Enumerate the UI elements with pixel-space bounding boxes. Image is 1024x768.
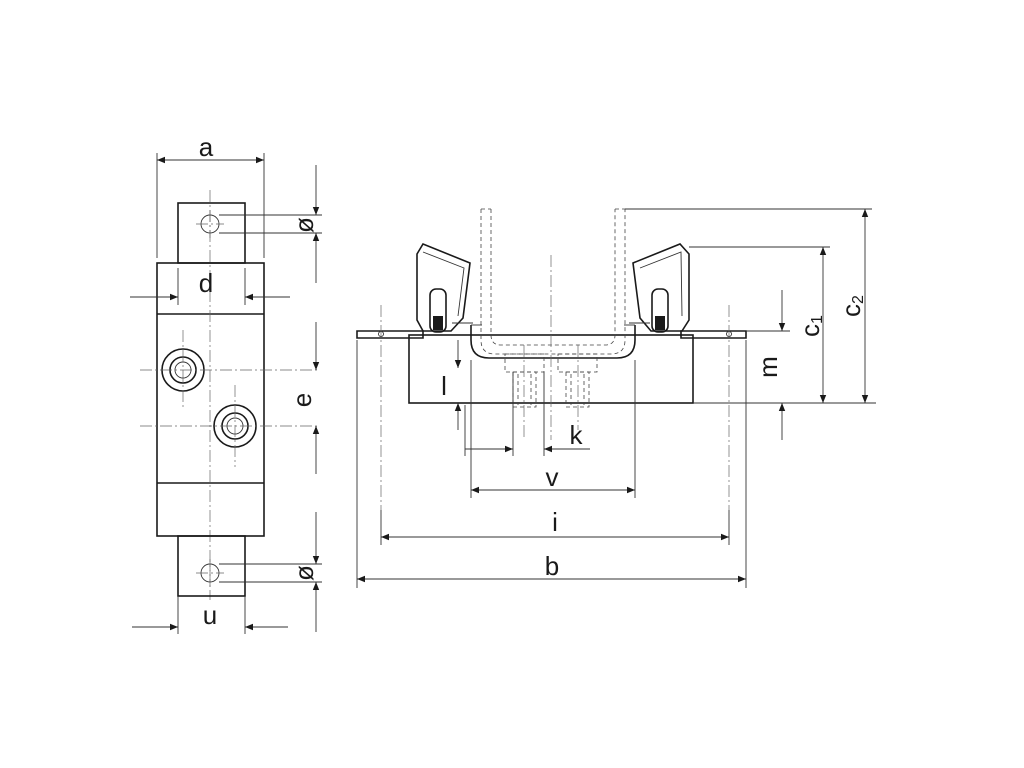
- dimension-l: l: [441, 340, 462, 430]
- right-terminal-plate: [680, 330, 747, 339]
- label-i: i: [552, 507, 558, 537]
- dimension-e: e: [287, 322, 320, 474]
- dimension-v: v: [470, 360, 636, 498]
- right-contact-clip: [629, 243, 690, 333]
- screw-right: [557, 353, 598, 408]
- left-contact-clip: [416, 243, 473, 333]
- dimension-diameter-top: ø: [219, 165, 322, 283]
- label-diameter-bottom: ø: [289, 565, 319, 581]
- label-m: m: [753, 356, 783, 378]
- dimension-u: u: [132, 596, 288, 634]
- base-body: [156, 262, 265, 537]
- label-v: v: [546, 462, 559, 492]
- label-l: l: [441, 371, 447, 401]
- dimension-b: b: [356, 340, 747, 588]
- u-channel: [470, 325, 636, 359]
- dimension-c2: c2: [625, 208, 872, 403]
- dimension-k: k: [464, 372, 590, 456]
- label-c2-subscript: 2: [850, 295, 867, 304]
- label-diameter-top: ø: [289, 217, 319, 233]
- bottom-terminal-tab: [177, 535, 246, 597]
- label-c1: c: [795, 324, 825, 337]
- left-terminal-plate: [356, 330, 424, 339]
- label-u: u: [203, 600, 217, 630]
- svg-text:c1: c1: [795, 315, 826, 337]
- label-b: b: [545, 551, 559, 581]
- front-view: [356, 208, 747, 510]
- label-e: e: [287, 393, 317, 407]
- label-c2: c: [836, 304, 866, 317]
- fuse-link-outline: [480, 208, 626, 355]
- label-k: k: [570, 420, 584, 450]
- dimension-d: d: [130, 268, 290, 305]
- label-d: d: [199, 268, 213, 298]
- svg-text:c2: c2: [836, 295, 867, 317]
- dimension-m: m: [693, 290, 876, 440]
- dimension-diameter-bottom: ø: [219, 512, 322, 632]
- dimension-a: a: [156, 132, 265, 258]
- screw-left: [504, 353, 545, 408]
- side-view: [140, 190, 320, 600]
- label-c1-subscript: 1: [809, 315, 826, 324]
- dimension-i: i: [380, 507, 730, 545]
- dimension-c1: c1: [689, 246, 830, 403]
- label-a: a: [199, 132, 214, 162]
